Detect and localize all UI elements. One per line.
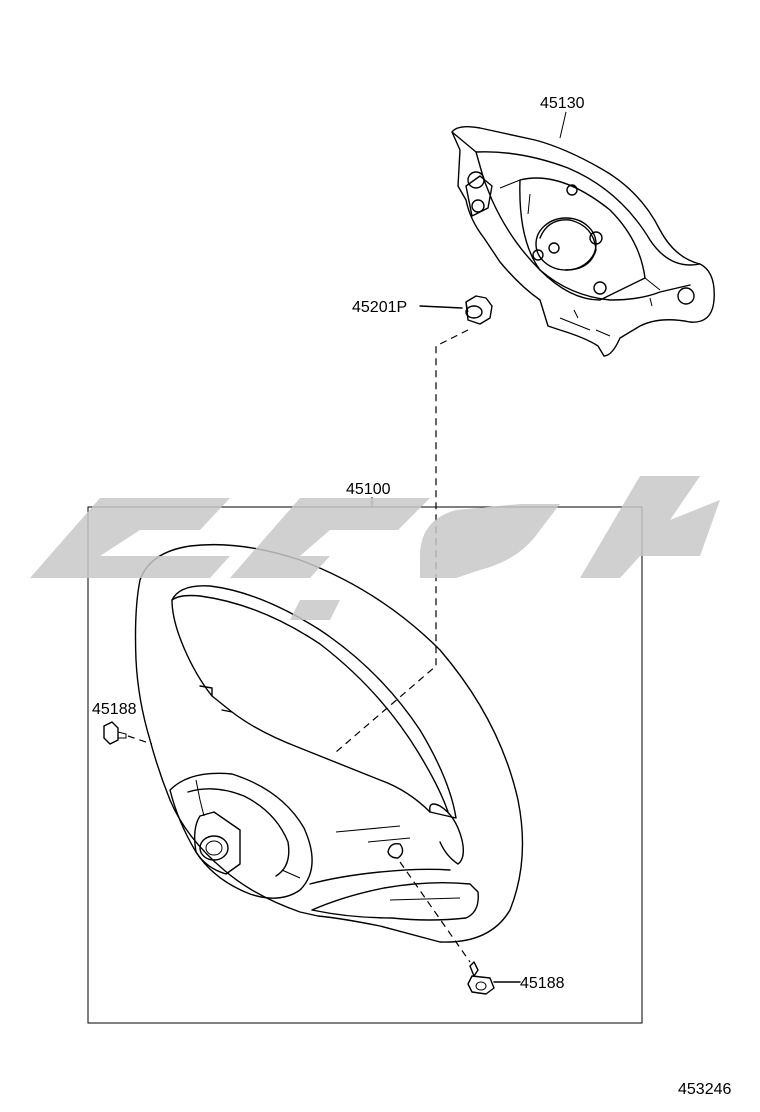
bushing-dashed-line — [335, 329, 469, 753]
pad-leader-line — [559, 111, 567, 139]
figure-number: 453246 — [678, 1081, 731, 1098]
screw-left-part-number: 45188 — [92, 701, 137, 718]
bushing-leader-line — [419, 305, 463, 309]
screw-right-drawing — [467, 961, 495, 995]
pad-part-number: 45130 — [540, 95, 585, 112]
wheel-part-number: 45100 — [346, 481, 391, 498]
screw-right-part-number: 45188 — [520, 975, 565, 992]
steering-wheel-drawing — [134, 543, 524, 943]
watermark-logo — [30, 476, 720, 620]
bushing-drawing — [465, 295, 493, 325]
wheel-assembly-frame — [87, 506, 643, 1024]
bushing-part-number: 45201P — [352, 299, 407, 316]
screw-left-dashed-line — [127, 735, 153, 745]
screw-right-dashed-line — [399, 861, 471, 963]
airbag-pad-drawing — [451, 125, 715, 357]
screw-left-drawing — [103, 721, 127, 745]
